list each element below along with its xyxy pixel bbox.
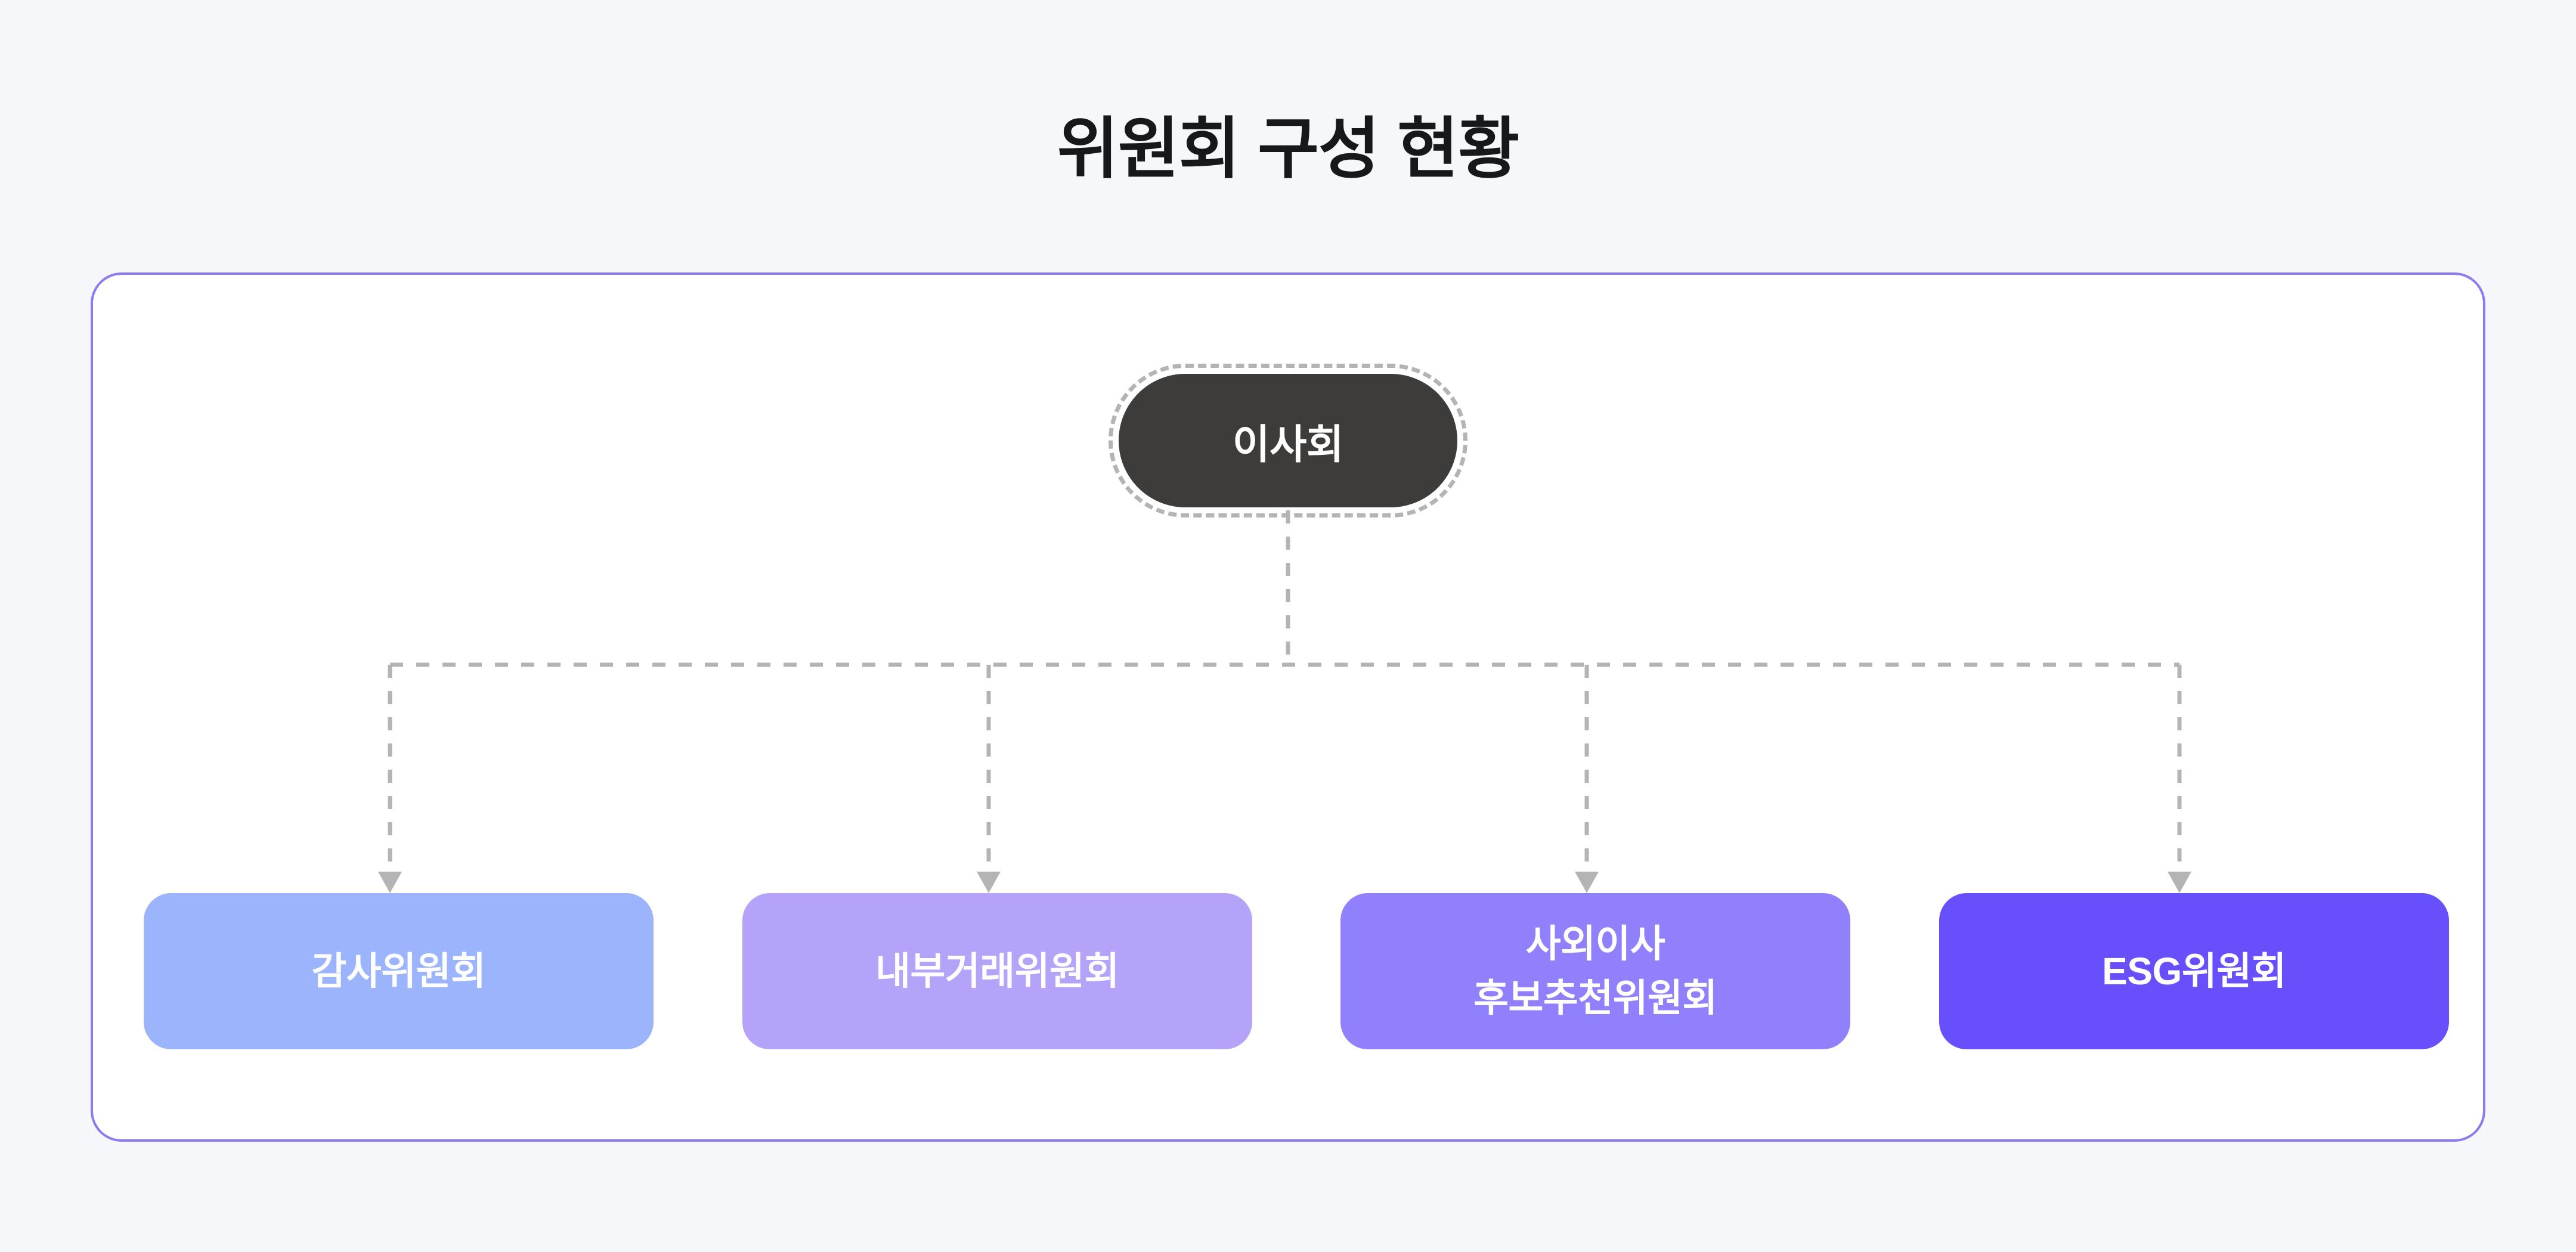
root-node-body[interactable]: 이사회 <box>1119 374 1457 507</box>
committee-card-internal-transaction[interactable]: 내부거래위원회 <box>742 893 1252 1049</box>
committee-card-outside-director-nomination[interactable]: 사외이사 후보추천위원회 <box>1340 893 1850 1049</box>
committee-card-label-line2: 후보추천위원회 <box>1473 977 1717 1019</box>
committee-card-label: ESG위원회 <box>2102 949 2286 993</box>
committee-card-esg[interactable]: ESG위원회 <box>1939 893 2449 1049</box>
committee-card-label: 감사위원회 <box>311 949 486 993</box>
committee-card-label-line1: 사외이사 <box>1525 922 1665 966</box>
root-node-label: 이사회 <box>1232 422 1344 467</box>
root-node[interactable]: 이사회 <box>1109 364 1467 517</box>
committee-card-audit[interactable]: 감사위원회 <box>144 893 654 1049</box>
root-node-dashed-outline <box>1109 364 1467 517</box>
committee-card-label: 내부거래위원회 <box>875 949 1119 993</box>
page-title: 위원회 구성 현황 <box>1057 111 1520 186</box>
